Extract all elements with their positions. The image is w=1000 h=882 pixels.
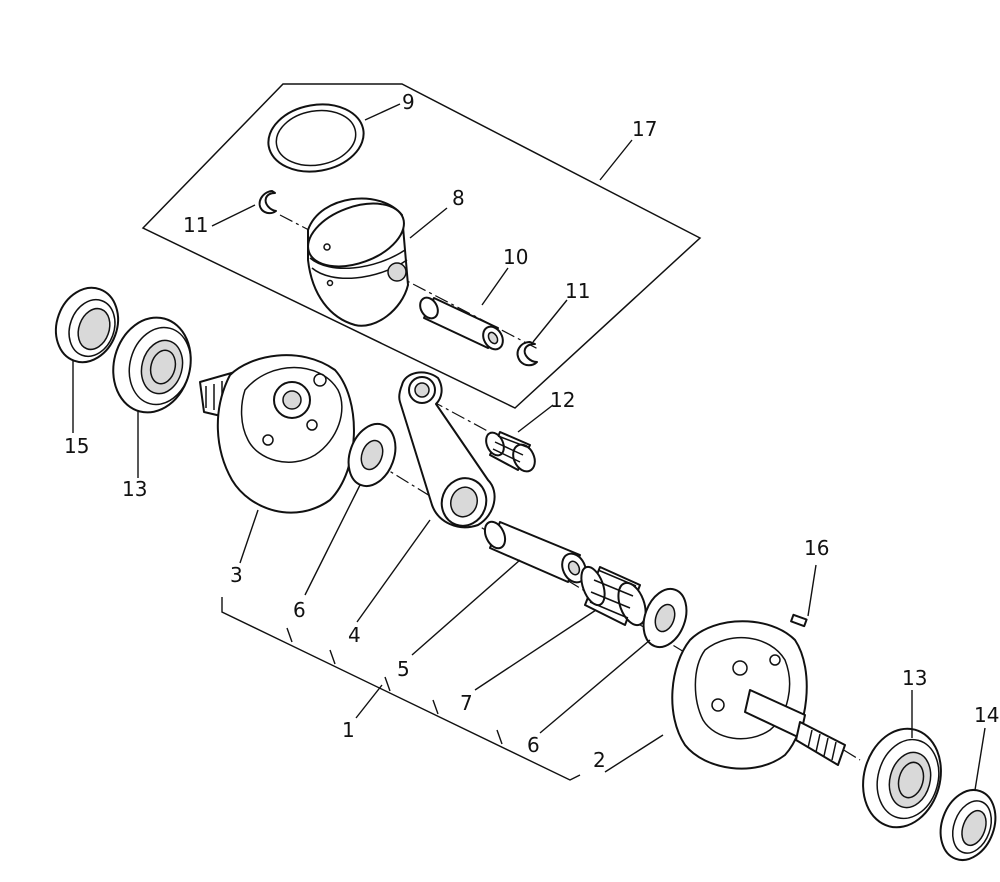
callout-17: 17 [632,117,657,141]
callout-11-left: 11 [183,213,208,237]
piston-pin [419,296,504,351]
callout-2: 2 [593,748,606,772]
callout-14: 14 [974,703,999,727]
small-end-bearing [485,431,536,473]
crank-half-left [199,354,355,514]
callout-13-right: 13 [902,666,927,690]
callout-6-left: 6 [293,598,306,622]
callout-10: 10 [503,245,528,269]
oil-seal-left [54,286,120,364]
callout-9: 9 [402,90,415,114]
main-bearing-left [112,316,192,414]
callout-1: 1 [342,718,355,742]
callout-3: 3 [230,563,243,587]
callout-5: 5 [397,657,410,681]
callout-15: 15 [64,434,89,458]
callout-13-left: 13 [122,477,147,501]
callout-11-right: 11 [565,279,590,303]
callout-7: 7 [460,691,473,715]
assembly-ticks [286,627,503,745]
woodruff-key [790,613,808,628]
assembly-bracket [221,597,581,781]
callout-16: 16 [804,536,829,560]
circlip-left [258,190,277,215]
piston-kit-frame [141,83,702,409]
piston [307,197,409,327]
crank-pin [483,520,587,584]
callout-4: 4 [348,623,361,647]
leader-lines [72,103,986,791]
callout-6-right: 6 [527,733,540,757]
main-bearing-right [862,727,942,829]
piston-ring [267,103,365,173]
big-end-bearing [580,565,647,627]
callout-12: 12 [550,388,575,412]
circlip-right [516,341,538,367]
thrust-washer-right [642,587,688,649]
connecting-rod [398,371,496,529]
thrust-washer-left [347,423,397,487]
crank-half-right [671,620,846,770]
callout-8: 8 [452,186,465,210]
oil-seal-right [939,789,997,861]
crankpin-axis-line [429,399,496,436]
